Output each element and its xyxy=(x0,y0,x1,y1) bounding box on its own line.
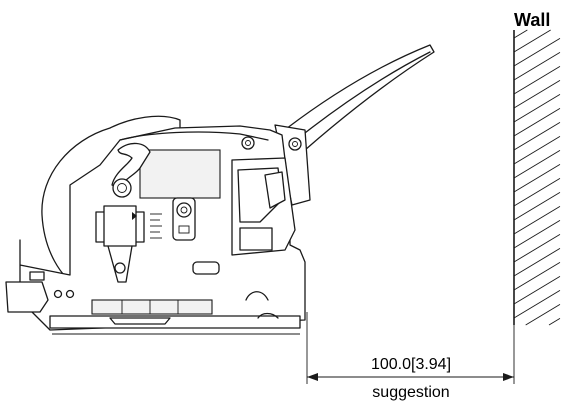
base-assembly xyxy=(5,271,301,335)
hatch-line xyxy=(513,164,561,193)
hatch-line xyxy=(513,29,551,53)
hatch-line xyxy=(513,192,561,221)
wall xyxy=(513,29,561,326)
hatch-line xyxy=(513,66,561,95)
cutter-block xyxy=(239,227,273,251)
lever-knob xyxy=(112,178,132,198)
base-screw-2 xyxy=(65,289,75,299)
hatch-line xyxy=(513,276,561,305)
guide-arrow-icon xyxy=(132,212,137,220)
paper-chute xyxy=(274,44,435,206)
base-rail-top xyxy=(91,299,213,315)
dimension-annotation xyxy=(306,312,515,384)
wall-label: Wall xyxy=(514,10,550,30)
guide-frame xyxy=(103,205,137,247)
hatch-line xyxy=(513,94,561,123)
sensor-module xyxy=(172,197,196,241)
lever-knob-center xyxy=(117,183,127,193)
hatch-line xyxy=(513,150,561,179)
hatch-line xyxy=(548,318,561,326)
cutter-screw xyxy=(241,136,255,150)
hatch-line xyxy=(513,206,561,235)
guide-screw xyxy=(114,262,126,274)
sensor-knob xyxy=(176,202,192,218)
front-tab xyxy=(29,271,45,281)
arrow-left-icon xyxy=(307,373,318,381)
hatch-line xyxy=(513,136,561,165)
arrow-right-icon xyxy=(503,373,514,381)
cover-outline xyxy=(119,131,269,141)
paper-guide xyxy=(95,205,162,283)
hatch-line xyxy=(513,290,561,319)
hatch-line xyxy=(513,108,561,137)
hatch-line xyxy=(513,262,561,291)
hatch-line xyxy=(513,38,561,67)
hatch-line xyxy=(513,52,561,81)
wall-hatching xyxy=(513,29,561,326)
hatch-line xyxy=(513,80,561,109)
dimension-caption: suggestion xyxy=(372,384,449,401)
hatch-line xyxy=(513,248,561,277)
cutter-unit xyxy=(231,136,302,256)
hatch-line xyxy=(513,178,561,207)
base-plate xyxy=(49,315,301,329)
handle-slot xyxy=(192,261,220,275)
hatch-line xyxy=(513,220,561,249)
chute-screw xyxy=(288,137,302,151)
hatch-line xyxy=(525,304,561,326)
hatch-line xyxy=(513,122,561,151)
front-bumper xyxy=(5,281,49,313)
base-screw-1 xyxy=(53,289,63,299)
hatch-line xyxy=(513,29,528,39)
dimension-value: 100.0[3.94] xyxy=(371,356,451,373)
label-window xyxy=(139,149,221,199)
hatch-line xyxy=(513,234,561,263)
